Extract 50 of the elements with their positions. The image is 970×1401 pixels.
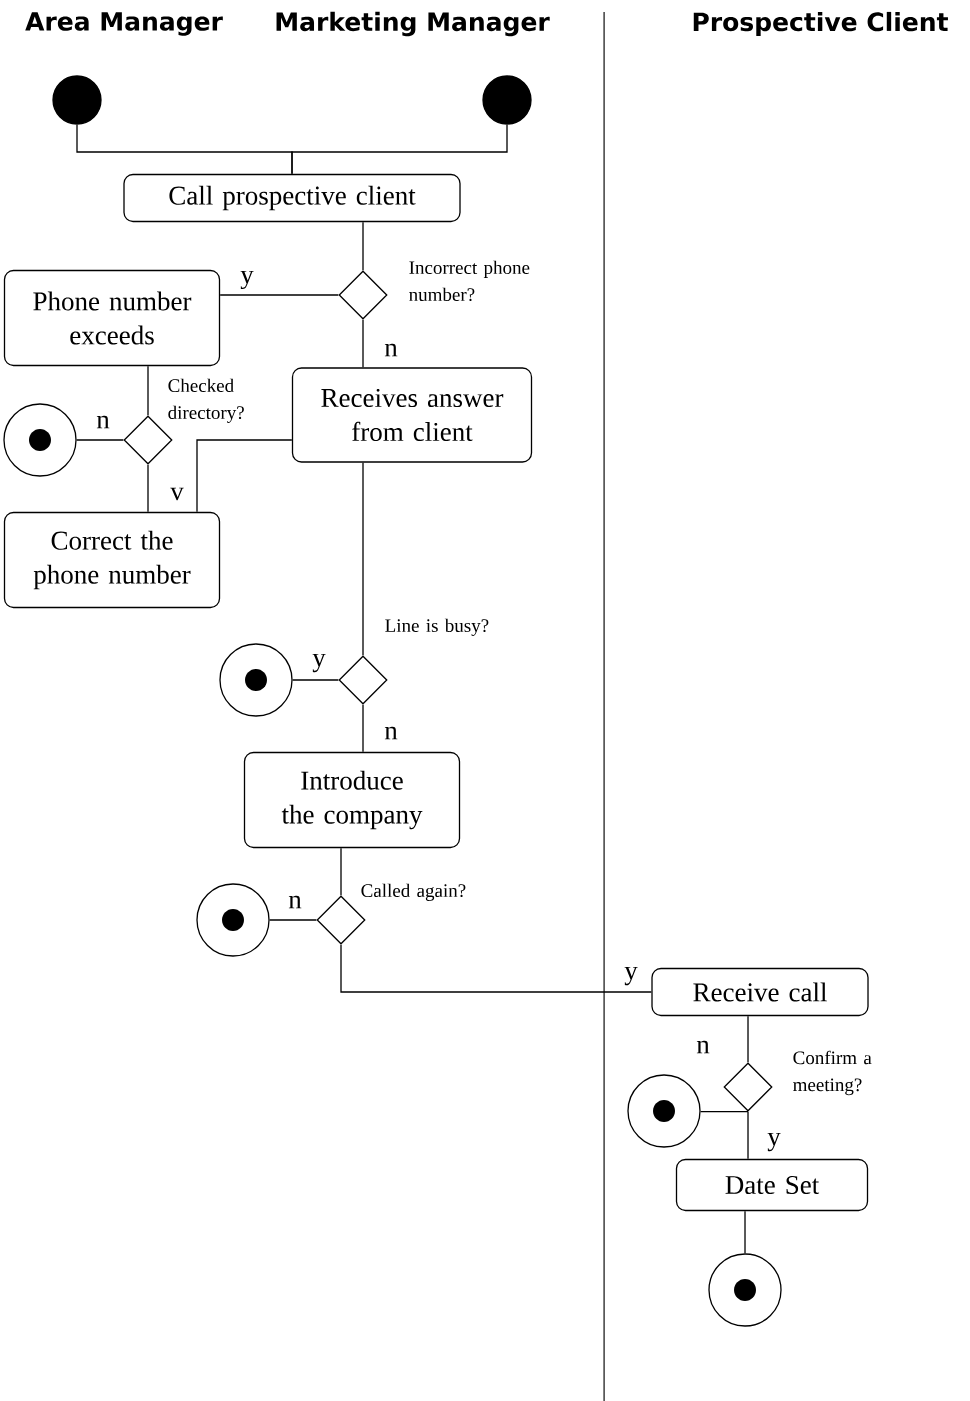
question-text: Called again? xyxy=(361,883,466,901)
lane-header: Area Manager xyxy=(25,12,223,36)
connector-line xyxy=(147,464,149,513)
activity-box: Call prospective client xyxy=(123,173,461,223)
connector-line xyxy=(219,294,339,296)
edge-label: y xyxy=(767,1132,781,1152)
activity-box: Correct the phone number xyxy=(3,511,221,609)
end-bullseye xyxy=(3,403,77,477)
edge-label: n xyxy=(384,726,398,740)
connector-line xyxy=(362,462,364,656)
lane-header: Prospective Client xyxy=(693,11,948,37)
end-bullseye xyxy=(708,1253,782,1327)
lane-header: Marketing Manager xyxy=(276,11,550,37)
question-text: Confirm a meeting? xyxy=(793,1050,872,1096)
activity-box: Date Set xyxy=(675,1158,869,1212)
connector-line xyxy=(196,439,293,513)
activity-box: Receive call xyxy=(651,967,869,1017)
connector-line xyxy=(147,365,149,416)
connector-line xyxy=(340,944,652,993)
edge-label: v xyxy=(170,487,184,501)
connector-line xyxy=(747,1015,749,1063)
edge-label: n xyxy=(288,895,302,909)
question-text: Incorrect phone number? xyxy=(409,260,530,302)
connector-line xyxy=(291,124,508,175)
activity-box: Receives answer from client xyxy=(291,367,533,463)
question-text: Checked directory? xyxy=(168,378,244,423)
edge-label: n xyxy=(696,1040,710,1054)
end-bullseye xyxy=(196,883,270,957)
connector-line xyxy=(76,439,124,441)
connector-line xyxy=(747,1111,749,1160)
connector-line xyxy=(292,679,339,681)
connector-line xyxy=(700,1111,749,1113)
connector-line xyxy=(744,1210,746,1254)
connector-line xyxy=(340,847,342,896)
end-bullseye xyxy=(627,1074,701,1148)
edge-label: y xyxy=(240,270,254,290)
connector-line xyxy=(362,221,364,271)
connector-line xyxy=(362,704,364,753)
edge-label: n xyxy=(384,343,398,357)
start-dot xyxy=(52,75,102,125)
edge-label: y xyxy=(624,966,638,986)
start-dot xyxy=(482,75,532,125)
end-bullseye xyxy=(219,643,293,717)
edge-label: y xyxy=(312,653,326,673)
connector-line xyxy=(269,919,317,921)
activity-box: Introduce the company xyxy=(243,751,461,849)
activity-box: Phone number exceeds xyxy=(3,269,221,367)
edge-label: n xyxy=(96,415,110,429)
question-text: Line is busy? xyxy=(385,618,489,636)
connector-line xyxy=(362,319,364,368)
